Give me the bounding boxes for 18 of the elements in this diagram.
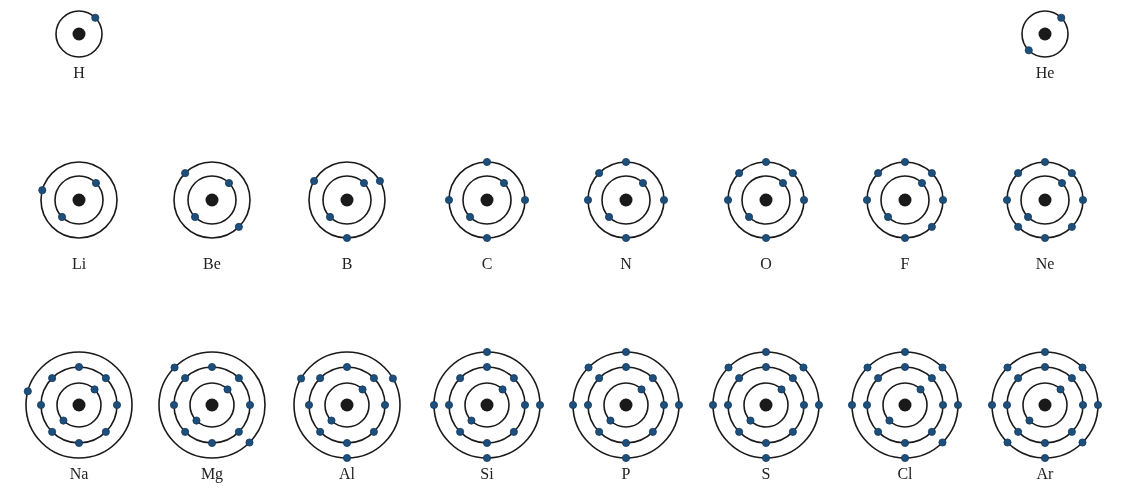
element-symbol: B [341, 255, 353, 273]
element-symbol: Mg [200, 465, 224, 483]
element-symbol: O [760, 255, 772, 273]
element-symbol: Cl [897, 465, 913, 483]
element-symbol: P [621, 465, 631, 483]
element-symbol: C [481, 255, 493, 273]
element-symbol: F [900, 255, 910, 273]
element-symbol: S [761, 465, 771, 483]
element-symbol: He [1035, 64, 1055, 82]
element-symbol: N [620, 255, 632, 273]
element-symbol: Ne [1035, 255, 1055, 273]
element-symbol: Be [203, 255, 221, 273]
element-symbol: H [73, 64, 85, 82]
element-symbol: Ar [1036, 465, 1054, 483]
element-symbol: Al [339, 465, 355, 483]
element-symbol: Si [480, 465, 494, 483]
element-symbol: Na [69, 465, 89, 483]
element-symbol: Li [71, 255, 87, 273]
